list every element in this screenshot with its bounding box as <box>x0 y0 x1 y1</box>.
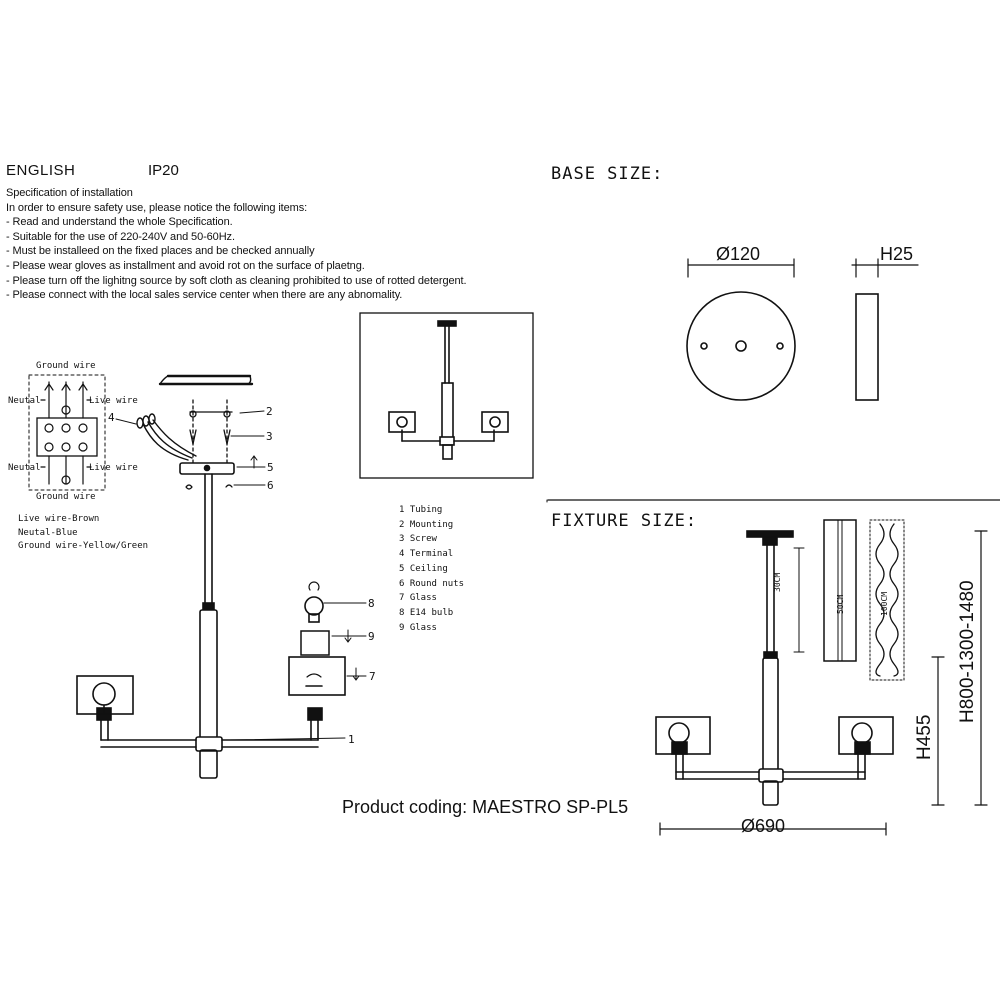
parts-list: 1 Tubing 2 Mounting 3 Screw 4 Terminal 5… <box>399 503 464 635</box>
product-coding: Product coding: MAESTRO SP-PL5 <box>342 797 629 817</box>
spec-line: - Please connect with the local sales se… <box>6 289 403 302</box>
fixture-diameter-label: Ø690 <box>741 816 786 836</box>
legend-line: Neutal-Blue <box>18 527 78 538</box>
round-nuts <box>185 484 233 490</box>
rod-50cm-label: 50CM <box>836 594 845 614</box>
spec-line: - Please wear gloves as installment and … <box>6 259 365 272</box>
neutral-bottom-label: Neutal <box>8 463 41 473</box>
callout-9: 9 <box>368 630 375 643</box>
exploded-bulb-glass <box>288 581 367 696</box>
legend-line: Ground wire-Yellow/Green <box>18 541 149 551</box>
part-item: 5 Ceiling <box>399 563 448 574</box>
base-size-drawing <box>686 258 919 401</box>
fixture-body-height-label: H455 <box>914 714 935 760</box>
spec-line: - Please turn off the lighitng source by… <box>6 274 467 287</box>
ground-wire-bottom-label: Ground wire <box>36 492 96 502</box>
part-item: 1 Tubing <box>399 505 443 515</box>
neutral-top-label: Neutal <box>8 396 41 406</box>
spec-line: - Suitable for the use of 220-240V and 5… <box>6 230 235 243</box>
part-item: 3 Screw <box>399 534 437 545</box>
part-item: 4 Terminal <box>399 549 454 560</box>
fixture-total-height-label: H800-1300-1480 <box>957 580 978 723</box>
spec-line: In order to ensure safety use, please no… <box>6 201 308 214</box>
fixture-size-title: FIXTURE SIZE: <box>551 511 698 531</box>
part-item: 9 Glass <box>399 622 437 633</box>
left-glass-shade <box>76 675 134 715</box>
base-size-title: BASE SIZE: <box>551 164 664 184</box>
callout-7: 7 <box>369 670 376 683</box>
terminal-box-outline <box>28 374 106 491</box>
callout-1: 1 <box>348 733 355 746</box>
chain-100cm-label: 100CM <box>880 591 889 616</box>
ceiling-slab <box>158 374 254 386</box>
live-wire-bottom-label: Live wire <box>89 463 138 473</box>
spec-line: - Read and understand the whole Specific… <box>6 216 233 229</box>
part-item: 2 Mounting <box>399 519 454 530</box>
mounting-assembly <box>189 399 265 464</box>
live-wire-top-label: Live wire <box>89 396 138 406</box>
product-thumbnail <box>359 312 534 479</box>
terminal-block <box>36 417 98 457</box>
base-diameter-label: Ø120 <box>716 244 761 264</box>
ground-wire-top-label: Ground wire <box>36 361 96 371</box>
callout-2: 2 <box>266 405 273 418</box>
language-label: ENGLISH <box>6 162 76 179</box>
part-item: 6 Round nuts <box>399 578 465 589</box>
rod-30cm-label: 30CM <box>773 572 782 592</box>
legend-line: Live wire-Brown <box>18 514 100 524</box>
canopy-screw <box>203 464 211 472</box>
callout-3: 3 <box>266 430 273 443</box>
spec-line: - Must be installeed on the fixed places… <box>6 245 315 258</box>
wire-color-legend: Live wire-Brown Neutal-Blue Ground wire-… <box>18 513 148 554</box>
terminal-wires <box>115 413 197 461</box>
part-item: 7 Glass <box>399 593 437 604</box>
callout-4: 4 <box>108 411 115 424</box>
specification-block: Specification of installation In order t… <box>6 186 467 303</box>
pendant-body-exploded <box>96 473 346 779</box>
fixture-size-drawing <box>655 519 988 836</box>
callout-8: 8 <box>368 597 375 610</box>
part-item: 8 E14 bulb <box>399 607 454 618</box>
base-height-label: H25 <box>880 244 914 264</box>
callout-6: 6 <box>267 479 274 492</box>
specification-title: Specification of installation <box>6 187 133 199</box>
ip-rating: IP20 <box>148 162 179 179</box>
callout-5: 5 <box>267 461 274 474</box>
wiring-diagram <box>28 374 106 491</box>
